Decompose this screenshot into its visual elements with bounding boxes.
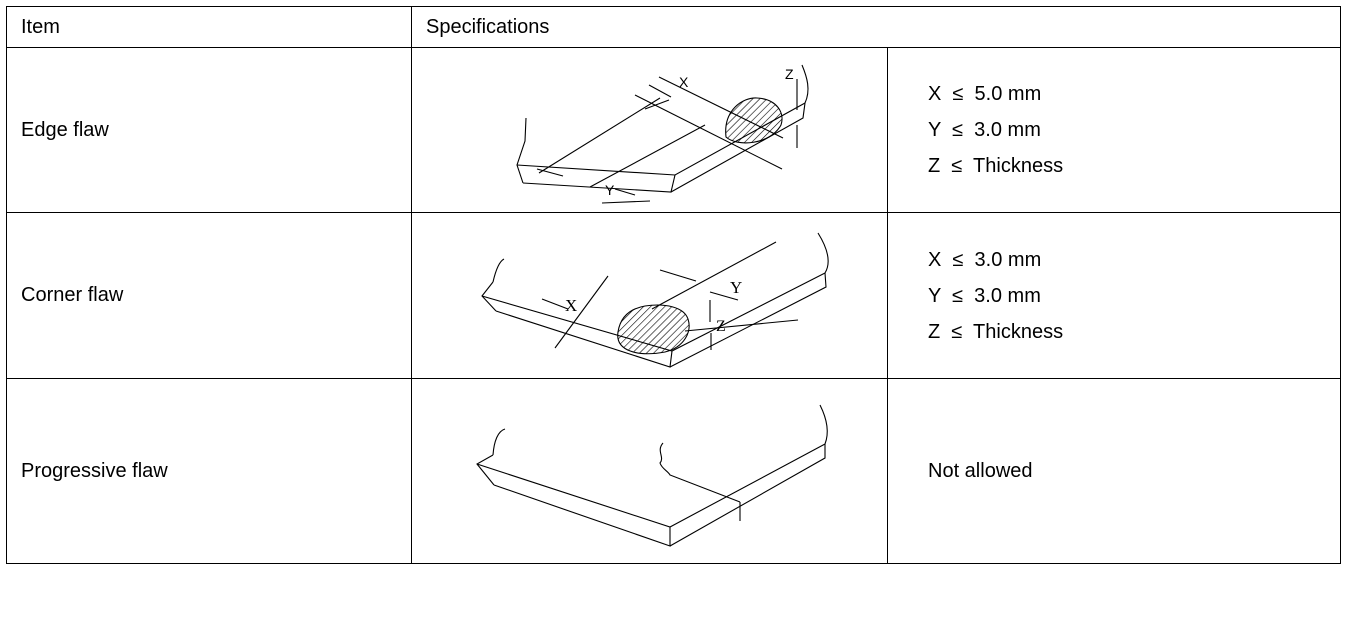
progressive-flaw-specs: Not allowed (887, 378, 1341, 564)
header-specifications: Specifications (411, 6, 1341, 48)
corner-x-label: X (565, 296, 577, 315)
spec-line: X ≤ 5.0 mm (928, 83, 1042, 105)
item-corner-flaw: Corner flaw (6, 212, 412, 379)
table-row: Corner flaw (6, 212, 1341, 379)
progressive-flaw-diagram (475, 404, 828, 547)
corner-flaw-specs: X ≤ 3.0 mm Y ≤ 3.0 mm Z ≤ Thickness (887, 212, 1341, 379)
corner-z-label: Z (716, 318, 726, 335)
edge-flaw-diagram: X Y Z (515, 64, 809, 204)
edge-z-label: Z (785, 66, 794, 82)
spec-line: X ≤ 3.0 mm (928, 248, 1042, 271)
progressive-flaw-figure-cell (411, 378, 888, 564)
corner-flaw-figure-cell: X Y Z (411, 212, 888, 379)
edge-x-label: X (679, 74, 689, 90)
corner-y-label: Y (730, 278, 742, 297)
item-edge-flaw: Edge flaw (6, 47, 412, 213)
edge-flaw-specs: X ≤ 5.0 mm Y ≤ 3.0 mm Z ≤ Thickness (887, 47, 1341, 213)
spec-line: Z ≤ Thickness (928, 320, 1064, 343)
header-item: Item (6, 6, 412, 48)
spec-line: Z ≤ Thickness (928, 155, 1064, 177)
edge-y-label: Y (605, 182, 615, 198)
header-row: Item Specifications (6, 6, 1341, 48)
corner-flaw-diagram: X Y Z (480, 232, 829, 368)
spec-line: Not allowed (928, 460, 1033, 482)
item-progressive-flaw: Progressive flaw (6, 378, 412, 564)
edge-flaw-figure-cell: X Y Z (411, 47, 888, 213)
table-row: Progressive flaw Not allowed (6, 378, 1341, 564)
table-row: Edge flaw (6, 47, 1341, 213)
spec-line: Y ≤ 3.0 mm (928, 119, 1041, 141)
spec-line: Y ≤ 3.0 mm (928, 284, 1041, 307)
flaw-specification-table: Item Specifications Edge flaw (6, 6, 1341, 564)
